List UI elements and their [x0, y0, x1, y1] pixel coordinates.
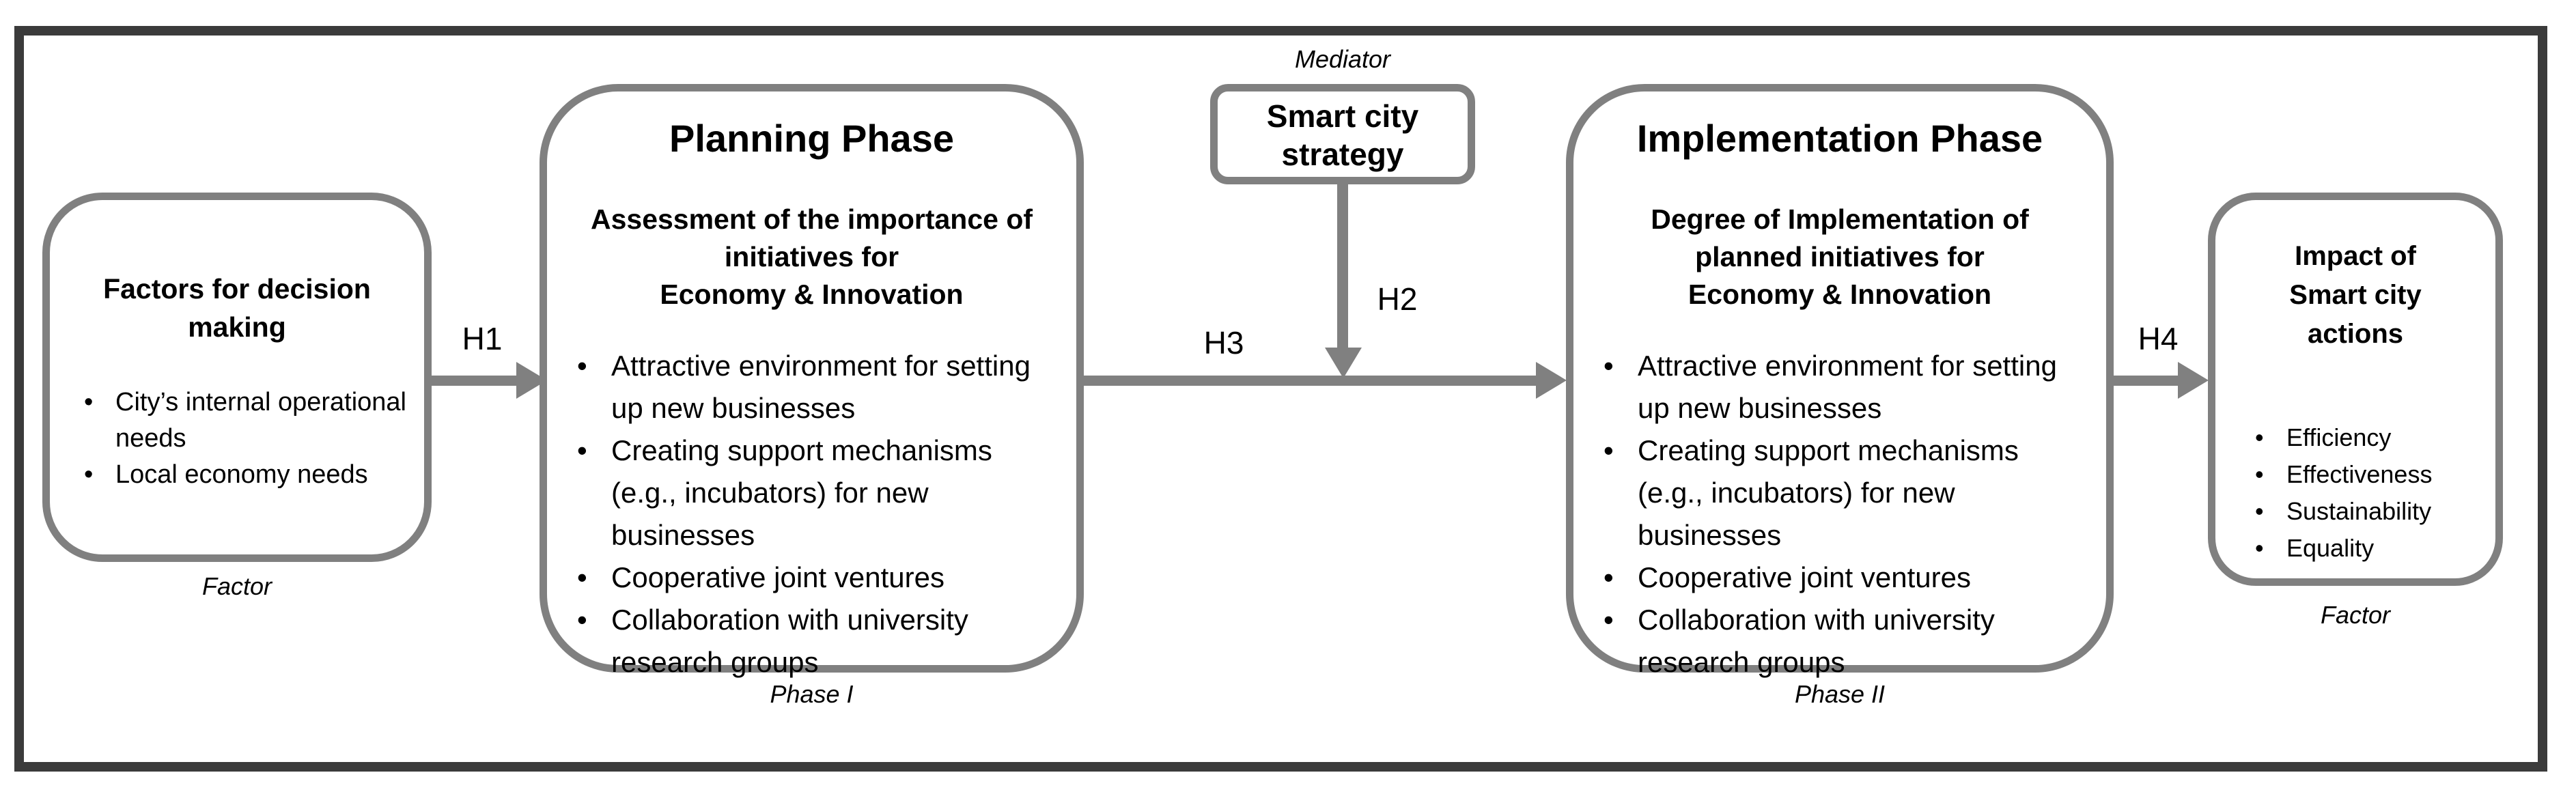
list-item: • Creating support mechanisms (e.g., inc… — [577, 429, 1060, 556]
planning-caption: Phase I — [770, 680, 854, 708]
bullet-icon: • — [1604, 350, 1614, 382]
bullet-icon: • — [1604, 434, 1614, 466]
h2-label: H2 — [1377, 281, 1418, 317]
h1-arrow-shaft — [432, 376, 518, 386]
bullet-icon: • — [577, 604, 587, 636]
bullet-text: Sustainability — [2286, 497, 2432, 525]
subtitle-line: planned initiatives for — [1695, 241, 1985, 272]
mediator-box: Smart city strategy — [1210, 84, 1475, 184]
list-item: • Efficiency — [2255, 419, 2486, 456]
h4-label: H4 — [2138, 321, 2179, 356]
bullet-text: Collaboration with university research g… — [1638, 604, 1995, 678]
bullet-text: Local economy needs — [115, 460, 368, 489]
h3-arrow-shaft — [1084, 376, 1537, 386]
subtitle-line: initiatives for — [724, 241, 899, 272]
bullet-icon: • — [577, 561, 587, 593]
bullet-icon: • — [1604, 561, 1614, 593]
list-item: • Cooperative joint ventures — [1604, 556, 2090, 599]
bullet-icon: • — [2255, 534, 2264, 562]
implementation-phase-subtitle: Degree of Implementation of planned init… — [1590, 201, 2090, 313]
mediator-text-line: Smart city — [1266, 98, 1419, 134]
bullet-text: Creating support mechanisms (e.g., incub… — [611, 434, 992, 551]
list-item: • Attractive environment for setting up … — [1604, 345, 2090, 429]
bullet-text: Effectiveness — [2286, 460, 2433, 488]
implementation-phase-title: Implementation Phase — [1636, 117, 2043, 160]
factors-bullet-list: • City’s internal operational needs • Lo… — [84, 384, 410, 493]
mediator-label: Mediator — [1294, 45, 1391, 73]
list-item: • Sustainability — [2255, 493, 2486, 530]
list-item: • Cooperative joint ventures — [577, 556, 1060, 599]
planning-phase-box: Planning Phase Assessment of the importa… — [540, 84, 1084, 678]
bullet-icon: • — [84, 460, 94, 489]
h2-arrowhead-icon — [1325, 348, 1362, 378]
subtitle-line: Economy & Innovation — [660, 279, 964, 310]
bullet-icon: • — [1604, 604, 1614, 636]
h2-arrow-shaft — [1337, 183, 1348, 350]
impact-box-title: Impact of Smart city actions — [2226, 237, 2484, 354]
planning-bullet-list: • Attractive environment for setting up … — [577, 345, 1060, 683]
list-item: • Collaboration with university research… — [577, 599, 1060, 683]
factors-caption: Factor — [201, 572, 272, 600]
impact-box: Impact of Smart city actions • Efficienc… — [2208, 193, 2503, 586]
bullet-text: Efficiency — [2286, 423, 2392, 451]
list-item: • Collaboration with university research… — [1604, 599, 2090, 683]
title-line: actions — [2307, 319, 2404, 349]
list-item: • Attractive environment for setting up … — [577, 345, 1060, 429]
list-item: • Equality — [2255, 530, 2486, 567]
h3-label: H3 — [1203, 325, 1244, 361]
bullet-icon: • — [577, 434, 587, 466]
bullet-text: Cooperative joint ventures — [1638, 561, 1971, 593]
bullet-icon: • — [84, 388, 94, 417]
bullet-icon: • — [577, 350, 587, 382]
bullet-icon: • — [2255, 423, 2264, 451]
bullet-text: City’s internal operational needs — [115, 388, 406, 453]
bullet-text: Cooperative joint ventures — [611, 561, 944, 593]
title-line: Impact of — [2295, 241, 2416, 271]
bullet-text: Collaboration with university research g… — [611, 604, 968, 678]
h4-arrow-shaft — [2114, 376, 2179, 386]
implementation-bullet-list: • Attractive environment for setting up … — [1604, 345, 2090, 683]
diagram-frame — [14, 26, 2547, 772]
bullet-text: Equality — [2286, 534, 2375, 562]
subtitle-line: Economy & Innovation — [1688, 279, 1992, 310]
bullet-text: Attractive environment for setting up ne… — [611, 350, 1031, 424]
factors-box: Factors for decision making • City’s int… — [42, 193, 432, 562]
list-item: • City’s internal operational needs — [84, 384, 410, 457]
impact-caption: Factor — [2320, 601, 2391, 629]
planning-phase-title: Planning Phase — [669, 117, 954, 160]
list-item: • Effectiveness — [2255, 456, 2486, 493]
h4-arrowhead-icon — [2178, 362, 2209, 399]
bullet-icon: • — [2255, 497, 2264, 525]
subtitle-line: Assessment of the importance of — [590, 203, 1033, 235]
list-item: • Local economy needs — [84, 457, 410, 493]
impact-bullet-list: • Efficiency • Effectiveness • Sustainab… — [2255, 419, 2486, 567]
subtitle-line: Degree of Implementation of — [1651, 203, 2029, 235]
h1-label: H1 — [462, 321, 503, 356]
bullet-icon: • — [2255, 460, 2264, 488]
h3-arrowhead-icon — [1536, 362, 1567, 399]
bullet-text: Creating support mechanisms (e.g., incub… — [1638, 434, 2019, 551]
implementation-phase-box: Implementation Phase Degree of Implement… — [1566, 84, 2114, 678]
factors-box-title: Factors for decision making — [103, 273, 371, 343]
mediator-text-line: strategy — [1281, 137, 1404, 172]
list-item: • Creating support mechanisms (e.g., inc… — [1604, 429, 2090, 556]
mediator-box-text: Smart city strategy — [1218, 97, 1468, 173]
planning-phase-subtitle: Assessment of the importance of initiati… — [563, 201, 1060, 313]
bullet-text: Attractive environment for setting up ne… — [1638, 350, 2057, 424]
title-line: Smart city — [2289, 280, 2422, 310]
implementation-caption: Phase II — [1794, 680, 1886, 708]
